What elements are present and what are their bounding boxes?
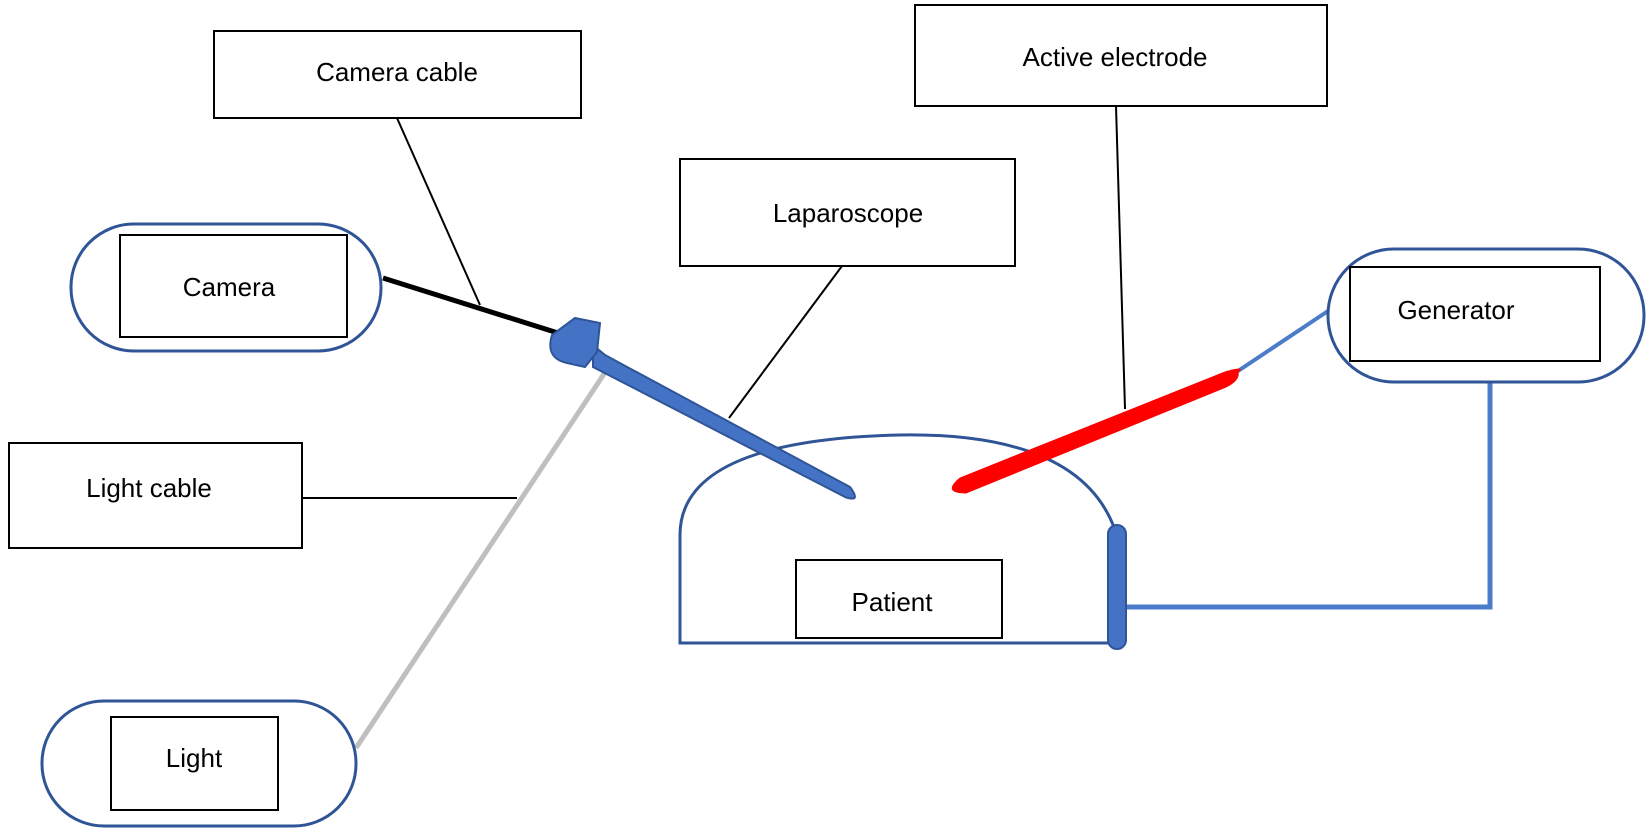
light-device: Light (40, 699, 358, 828)
active-electrode-leader-line (1115, 105, 1126, 410)
patient-body: Patient (678, 433, 1117, 645)
generator-device: Generator (1326, 247, 1646, 384)
light-cable-callout: Light cable (8, 442, 517, 549)
return-electrode-cable (1127, 382, 1493, 610)
camera-cable-label: Camera cable (316, 57, 478, 87)
laparoscope-shaft (592, 342, 856, 500)
light-label-box (110, 716, 279, 811)
active-electrode-callout: Active electrode (914, 4, 1328, 410)
return-electrode-pad (1107, 524, 1127, 650)
laparoscope-instrument (549, 316, 856, 500)
camera-cable-leader-line (396, 117, 481, 306)
active-electrode-label: Active electrode (1023, 42, 1208, 72)
camera-device: Camera (69, 222, 383, 353)
light-label: Light (166, 743, 223, 773)
active-electrode-probe (951, 368, 1241, 494)
camera-cable-label-box (213, 30, 582, 119)
laparoscope-callout: Laparoscope (679, 158, 1016, 419)
light-cable-label: Light cable (86, 473, 212, 503)
active-electrode-label-box (914, 4, 1328, 107)
generator-label: Generator (1397, 295, 1514, 325)
laparoscope-leader-line (728, 265, 843, 419)
generator-label-box (1349, 266, 1601, 362)
camera-cable (382, 275, 559, 336)
active-electrode-cable (1230, 309, 1330, 377)
patient-label: Patient (852, 587, 934, 617)
laparoscope-label: Laparoscope (773, 198, 923, 228)
light-cable-label-box (8, 442, 303, 549)
camera-cable-callout: Camera cable (213, 30, 582, 306)
active-electrode-instrument (951, 309, 1330, 494)
laparoscope-label-box (679, 158, 1016, 267)
light-cable (353, 366, 611, 750)
laparoscope-camera-head (549, 316, 602, 369)
patient-outline (678, 433, 1117, 645)
camera-label: Camera (183, 272, 276, 302)
camera-label-box (119, 234, 348, 338)
patient-label-box (795, 559, 1003, 639)
